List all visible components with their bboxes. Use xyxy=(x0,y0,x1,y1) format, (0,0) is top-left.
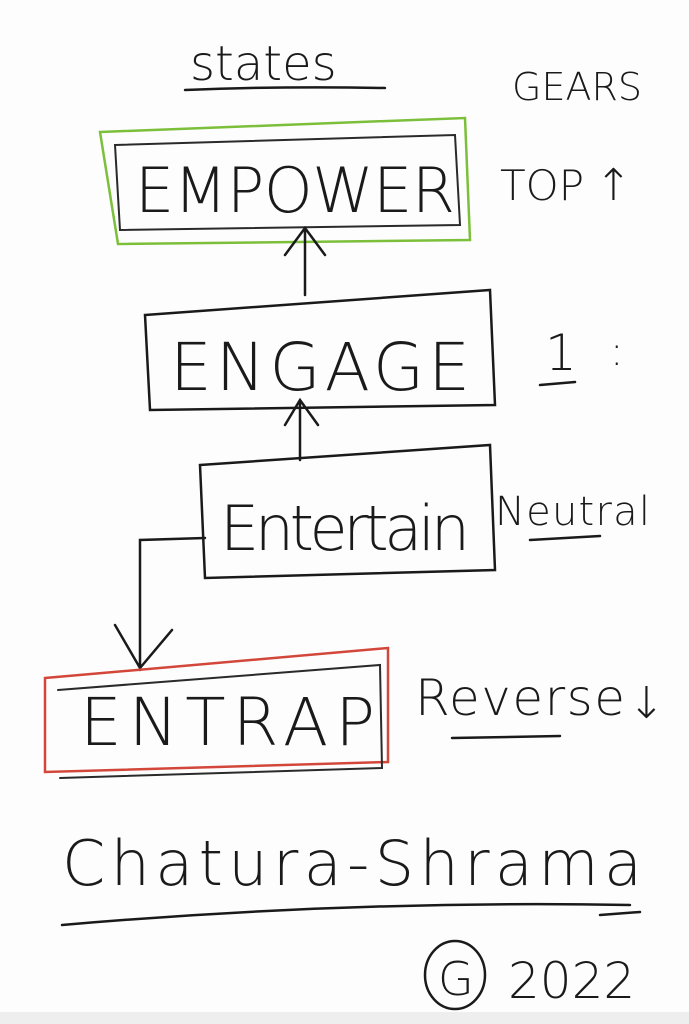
gear-top: TOP xyxy=(500,161,584,210)
state-engage: ENGAGE xyxy=(170,329,470,406)
copyright-circle-icon xyxy=(423,939,487,1011)
down-arrow-icon: ↓ xyxy=(628,678,665,729)
gear-reverse: Reverse xyxy=(415,669,625,727)
gear-1: 1 xyxy=(545,324,577,382)
footer-underline xyxy=(60,902,632,927)
state-entertain: Entertain xyxy=(220,492,470,565)
arrow-entertain-to-engage xyxy=(283,397,320,462)
gear-neutral: Neutral xyxy=(495,489,650,535)
state-empower: EMPOWER xyxy=(135,154,455,227)
entrap-box xyxy=(43,646,390,774)
copyright-mark: G xyxy=(438,952,474,1006)
entertain-box xyxy=(198,443,497,580)
up-arrow-icon: ↑ xyxy=(595,160,632,211)
arrow-entertain-to-entrap xyxy=(113,536,207,672)
bottom-edge xyxy=(0,1012,689,1024)
title: states xyxy=(190,36,337,92)
gear-1-dots: : xyxy=(610,329,623,375)
gears-heading: GEARS xyxy=(512,65,642,109)
arrow-engage-to-empower xyxy=(283,225,327,297)
state-entrap: ENTRAP xyxy=(80,684,375,761)
empower-box xyxy=(98,116,472,246)
footer-year: 2022 xyxy=(508,952,635,1010)
footer-name: Chatura-Shrama xyxy=(62,827,642,900)
engage-box xyxy=(143,288,497,412)
title-underline xyxy=(183,86,387,92)
